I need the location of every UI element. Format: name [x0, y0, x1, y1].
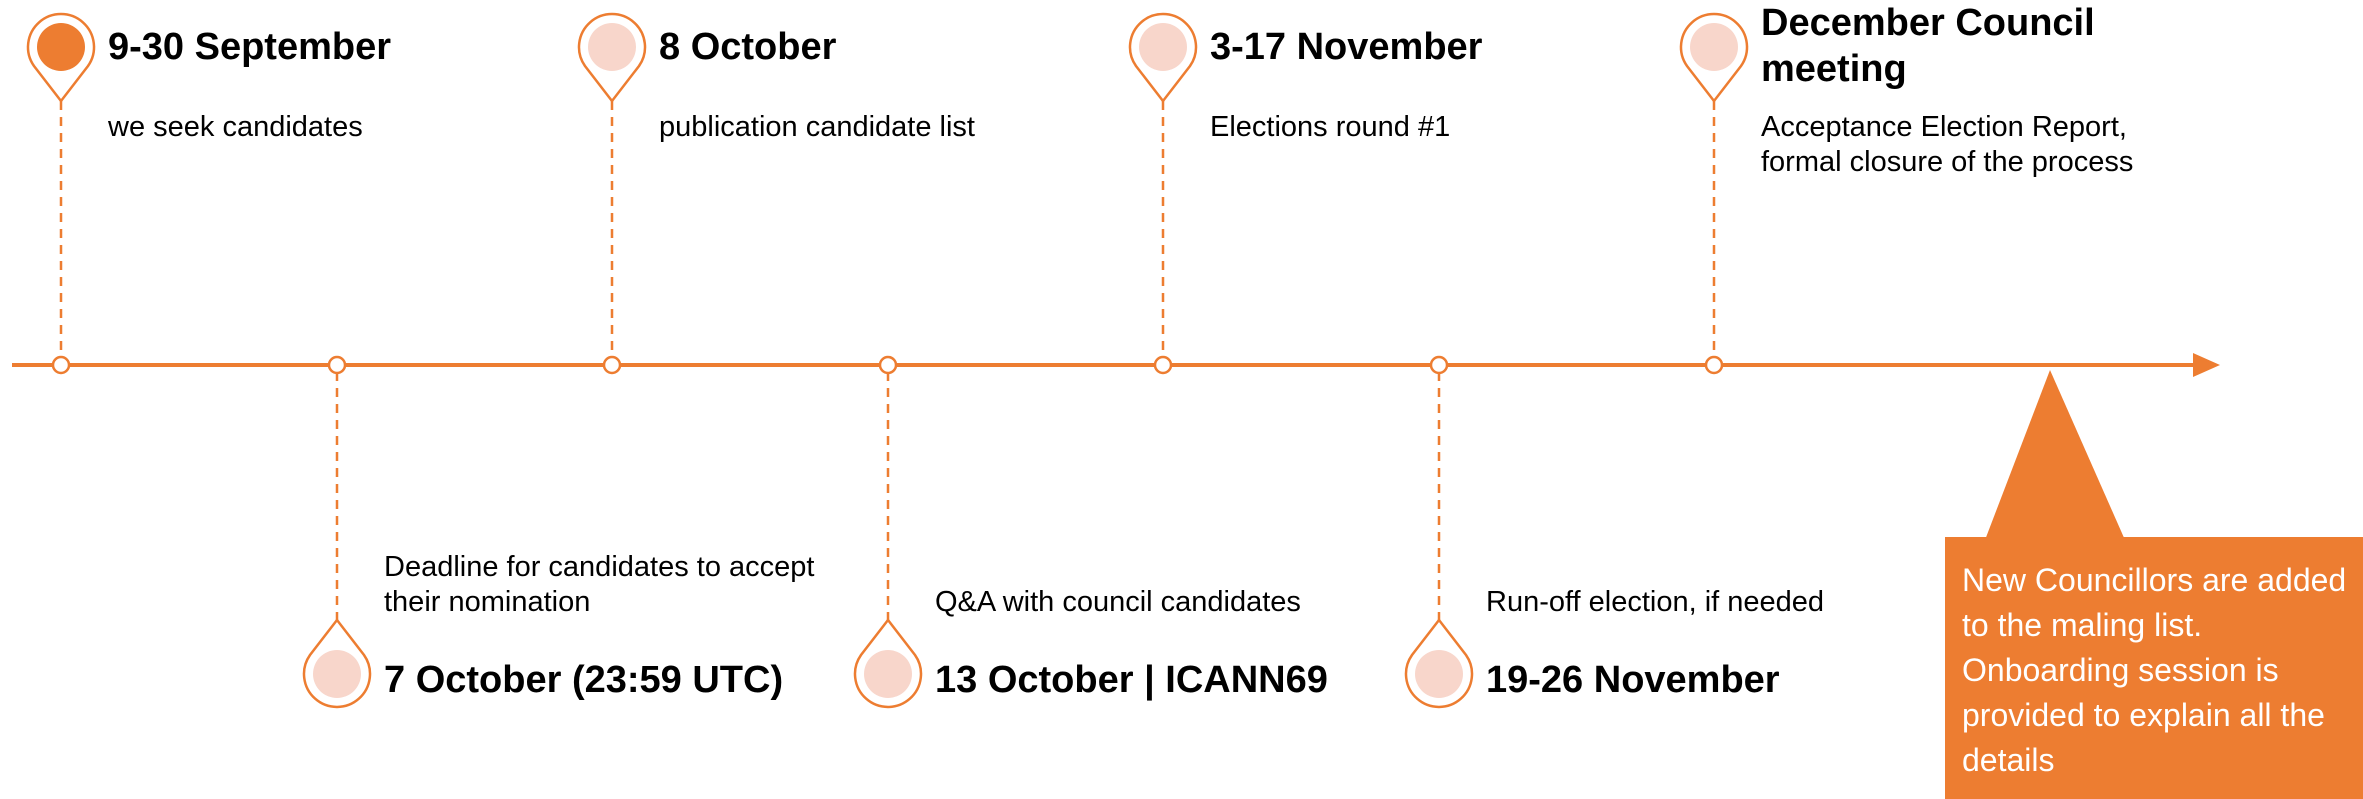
timeline-arrowhead [2193, 353, 2220, 377]
event-date-2: 7 October (23:59 UTC) [384, 659, 784, 701]
pin-dot-3 [588, 23, 636, 71]
event-date-5: 3-17 November [1210, 26, 1483, 68]
event-description-1: we seek candidates [108, 111, 363, 143]
callout-text: New Councillors are added to the maling … [1962, 562, 2347, 778]
event-description-4: Q&A with council candidates [935, 586, 1301, 618]
callout-box [1945, 537, 2363, 799]
axis-marker-6 [1429, 355, 1449, 375]
axis-marker-3 [602, 355, 622, 375]
event-description-2: Deadline for candidates to accept their … [384, 551, 815, 618]
event-date-1: 9-30 September [108, 26, 392, 68]
event-date-7: December Council meeting [1761, 2, 2095, 90]
event-description-7: Acceptance Election Report, formal closu… [1761, 111, 2134, 178]
axis-marker-1 [51, 355, 71, 375]
event-description-3: publication candidate list [659, 111, 975, 143]
axis-marker-2 [327, 355, 347, 375]
event-description-6: Run-off election, if needed [1486, 586, 1825, 618]
pin-dot-4 [864, 650, 912, 698]
axis-marker-4 [878, 355, 898, 375]
pin-dot-5 [1139, 23, 1187, 71]
event-date-4: 13 October | ICANN69 [935, 659, 1328, 701]
pin-dot-2 [313, 650, 361, 698]
pin-dot-6 [1415, 650, 1463, 698]
event-date-6: 19-26 November [1486, 659, 1780, 701]
axis-marker-5 [1153, 355, 1173, 375]
event-date-3: 8 October [659, 26, 837, 68]
pin-dot-1 [37, 23, 85, 71]
pin-dot-7 [1690, 23, 1738, 71]
event-description-5: Elections round #1 [1210, 111, 1451, 143]
axis-marker-7 [1704, 355, 1724, 375]
callout-pointer [1985, 370, 2125, 540]
